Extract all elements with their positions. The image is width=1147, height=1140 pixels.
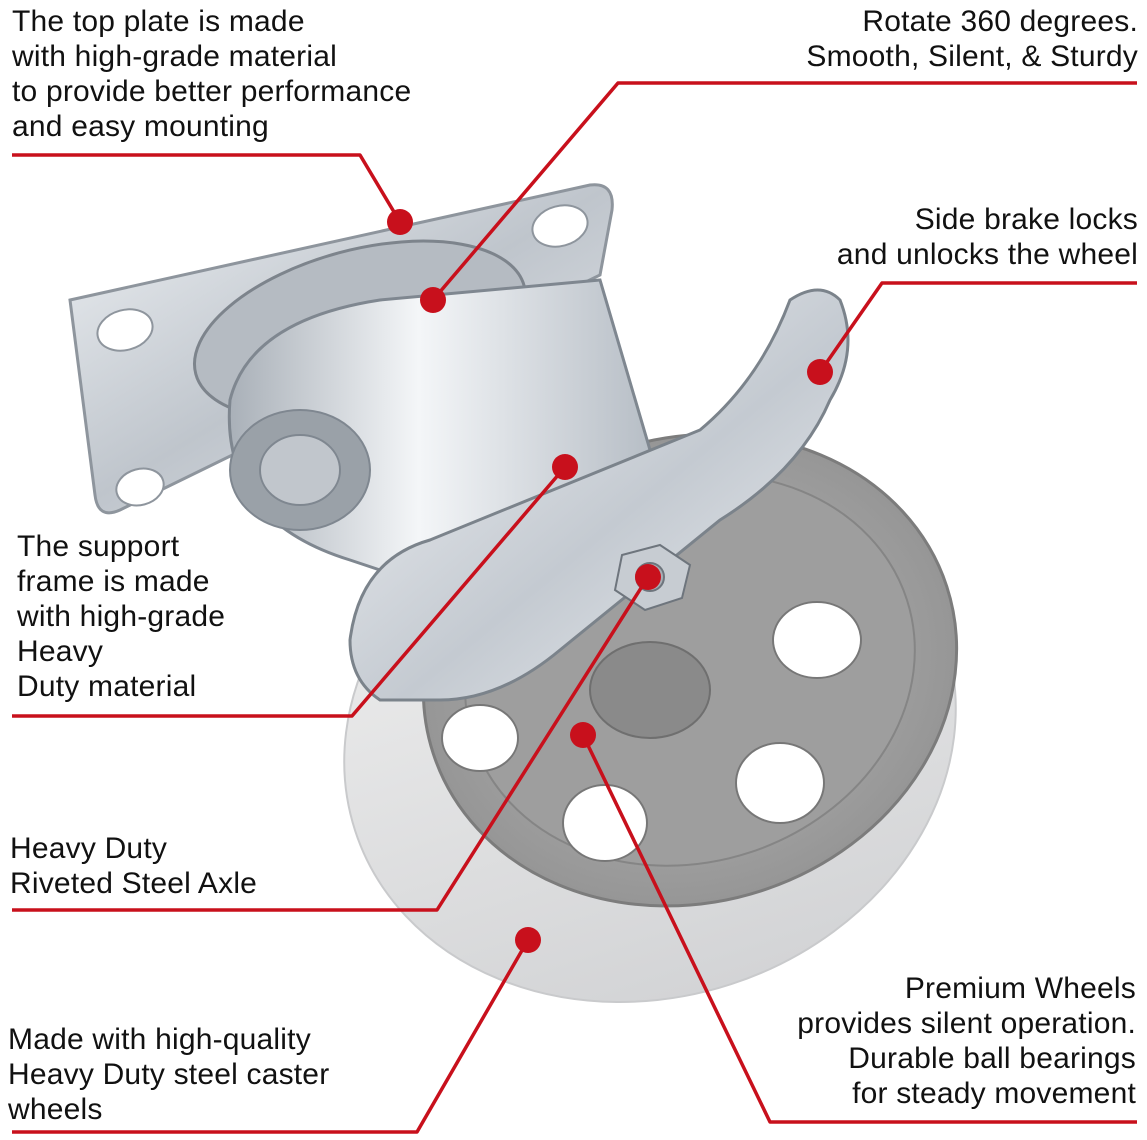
- leader-top-plate: [12, 153, 402, 223]
- leader-axle: [12, 576, 650, 912]
- dot-top-plate: [387, 209, 413, 235]
- callout-line: provides silent operation.: [797, 1007, 1136, 1040]
- callout-line: Smooth, Silent, & Sturdy: [806, 40, 1138, 73]
- callout-line: Heavy Duty steel caster: [8, 1058, 330, 1091]
- callout-line: wheels: [8, 1093, 103, 1126]
- callout-line: with high-grade: [17, 600, 226, 633]
- dot-steel-wheels: [515, 927, 541, 953]
- leader-swivel: [431, 81, 1137, 302]
- dot-premium: [570, 722, 596, 748]
- dot-swivel: [420, 287, 446, 313]
- leader-premium: [581, 734, 1137, 1124]
- callout-line: with high-grade material: [12, 40, 337, 73]
- callout-premium: Premium Wheels provides silent operation…: [797, 971, 1136, 1111]
- callout-line: Side brake locks: [914, 203, 1138, 236]
- leader-brake: [818, 281, 1137, 374]
- callout-line: Heavy Duty: [10, 832, 168, 865]
- callout-line: Rotate 360 degrees.: [862, 5, 1138, 38]
- callout-swivel: Rotate 360 degrees. Smooth, Silent, & St…: [806, 4, 1138, 74]
- callout-top-plate: The top plate is made with high-grade ma…: [12, 4, 411, 144]
- leader-frame: [12, 465, 567, 718]
- leader-lines: [12, 81, 1137, 1134]
- callout-line: frame is made: [17, 565, 210, 598]
- callout-line: to provide better performance: [12, 75, 412, 108]
- callout-line: Made with high-quality: [8, 1023, 311, 1056]
- dot-frame: [552, 454, 578, 480]
- callout-line: The top plate is made: [12, 5, 305, 38]
- callout-steel-wheels: Made with high-quality Heavy Duty steel …: [8, 1022, 329, 1127]
- dot-axle: [635, 564, 661, 590]
- callout-brake: Side brake locks and unlocks the wheel: [837, 202, 1138, 272]
- callout-line: The support: [17, 530, 180, 563]
- callout-line: Premium Wheels: [904, 972, 1136, 1005]
- callout-dots: [387, 209, 833, 953]
- callout-line: Heavy: [17, 635, 104, 668]
- callout-line: for steady movement: [852, 1077, 1136, 1110]
- callout-frame: The support frame is made with high-grad…: [17, 529, 225, 704]
- callout-line: Duty material: [17, 670, 197, 703]
- dot-brake: [807, 359, 833, 385]
- callout-line: and unlocks the wheel: [836, 238, 1138, 271]
- callout-line: and easy mounting: [12, 110, 269, 143]
- callout-line: Durable ball bearings: [848, 1042, 1136, 1075]
- callout-axle: Heavy Duty Riveted Steel Axle: [10, 831, 257, 901]
- leader-steel-wheels: [12, 939, 530, 1134]
- callout-line: Riveted Steel Axle: [10, 867, 258, 900]
